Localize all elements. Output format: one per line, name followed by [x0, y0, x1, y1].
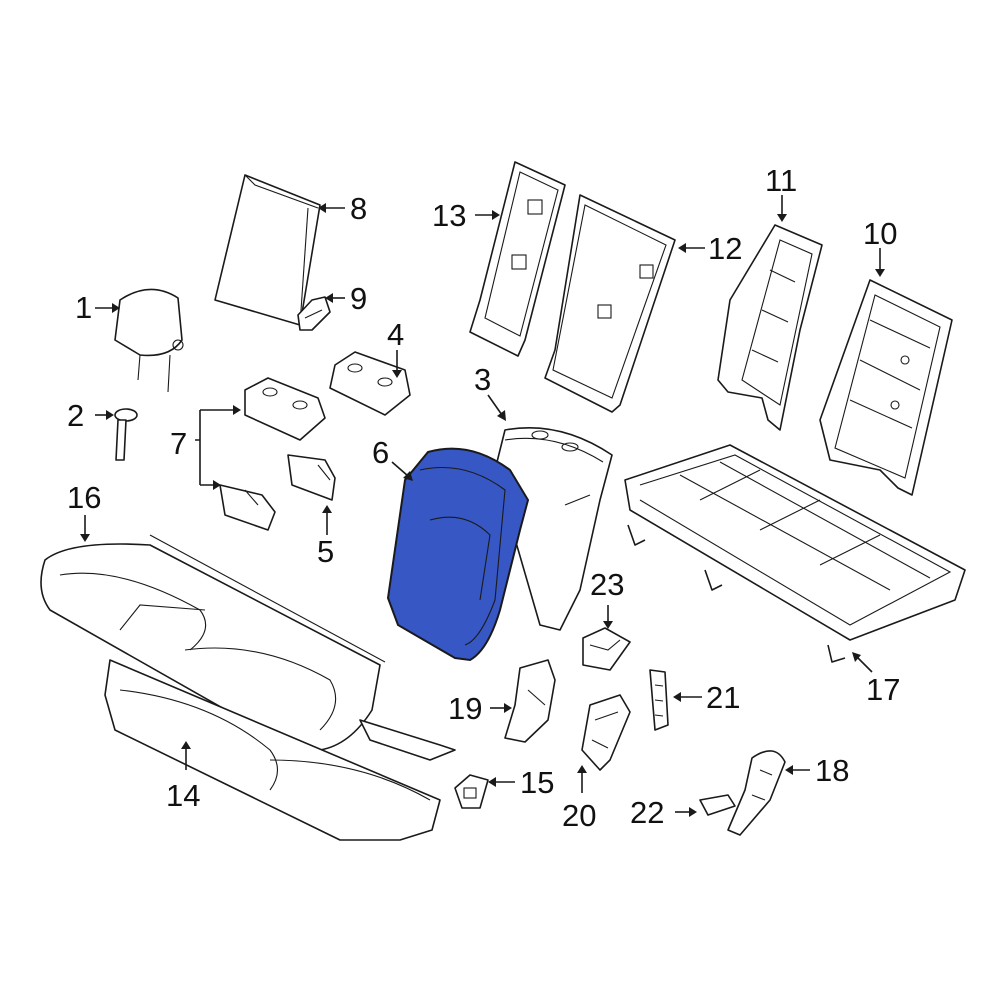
part-7-bolster-upper[interactable]	[244, 377, 326, 441]
callout-6: 6	[372, 435, 389, 470]
part-7-bolster-lower[interactable]	[219, 484, 276, 531]
leader-arrows	[80, 195, 885, 817]
part-12-panel[interactable]	[544, 194, 676, 413]
callout-18: 18	[815, 753, 849, 788]
part-18-trim[interactable]	[727, 750, 786, 836]
callout-2: 2	[67, 398, 84, 433]
callout-22: 22	[630, 795, 664, 830]
part-21-bracket[interactable]	[649, 669, 669, 731]
part-15-latch[interactable]	[454, 774, 489, 809]
callout-23: 23	[590, 567, 624, 602]
callout-9: 9	[350, 281, 367, 316]
part-19-cover[interactable]	[504, 659, 556, 743]
part-4-trim[interactable]	[329, 351, 411, 416]
callout-14: 14	[166, 778, 200, 813]
callout-4: 4	[387, 317, 404, 352]
callout-21: 21	[706, 680, 740, 715]
part-16-seat-cushion[interactable]	[40, 534, 386, 751]
callout-19: 19	[448, 691, 482, 726]
callout-8: 8	[350, 191, 367, 226]
callout-16: 16	[67, 480, 101, 515]
part-6-seatback-pad-highlighted[interactable]	[386, 447, 530, 662]
part-9-clip[interactable]	[297, 296, 331, 331]
callout-15: 15	[520, 765, 554, 800]
part-10-frame[interactable]	[819, 279, 953, 496]
part-23-cover[interactable]	[582, 627, 631, 671]
part-13-panel[interactable]	[469, 161, 566, 357]
part-1-headrest[interactable]	[114, 288, 184, 393]
highlighted-part-shape	[386, 447, 530, 662]
callout-17: 17	[866, 672, 900, 707]
part-2-guide[interactable]	[114, 408, 138, 461]
callout-10: 10	[863, 216, 897, 251]
part-8-cover[interactable]	[214, 174, 321, 326]
part-22-plug[interactable]	[699, 794, 736, 816]
callout-3: 3	[474, 362, 491, 397]
callout-labels: 1 2 3 4 5 6 7 8 9 10 11 12 13 14 15 16 1…	[67, 163, 900, 833]
part-14-seat-base[interactable]	[104, 659, 456, 841]
part-20-cover[interactable]	[581, 694, 631, 771]
part-5-bracket[interactable]	[287, 454, 336, 501]
callout-5: 5	[317, 534, 334, 569]
part-11-frame[interactable]	[717, 224, 823, 431]
callout-7: 7	[170, 426, 187, 461]
callout-1: 1	[75, 290, 92, 325]
part-3-seatback[interactable]	[494, 427, 613, 631]
callout-13: 13	[432, 198, 466, 233]
callout-20: 20	[562, 798, 596, 833]
callout-11: 11	[765, 163, 797, 198]
part-17-seat-frame[interactable]	[624, 444, 966, 663]
callout-12: 12	[708, 231, 742, 266]
